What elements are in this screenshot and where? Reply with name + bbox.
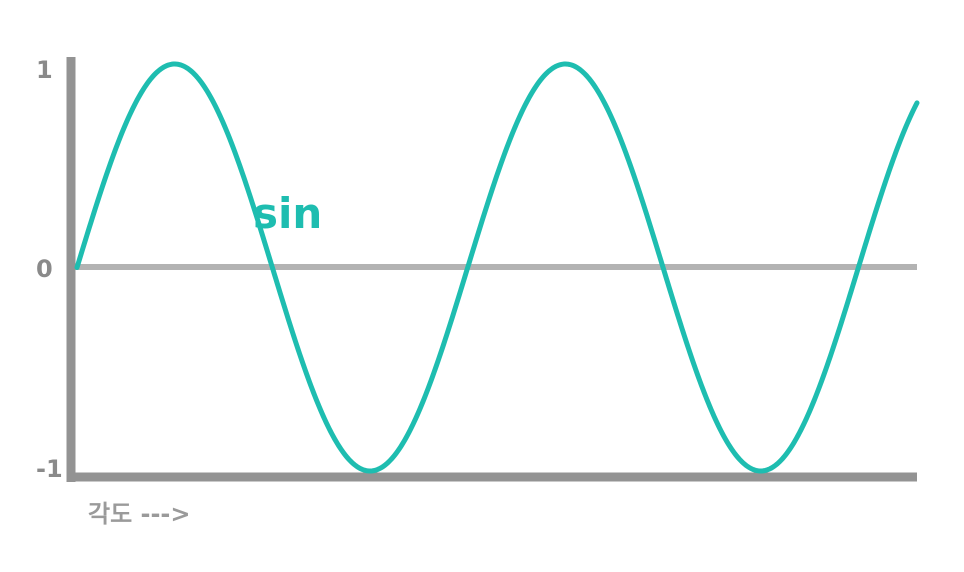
sin-series-line (74, 61, 920, 474)
sin-series-label: sin (253, 189, 322, 238)
y-tick-label-max: 1 (36, 56, 53, 84)
y-tick-label-min: -1 (36, 455, 63, 483)
x-axis-label: 각도 ---> (88, 500, 191, 528)
y-tick-label-zero: 0 (36, 255, 53, 283)
